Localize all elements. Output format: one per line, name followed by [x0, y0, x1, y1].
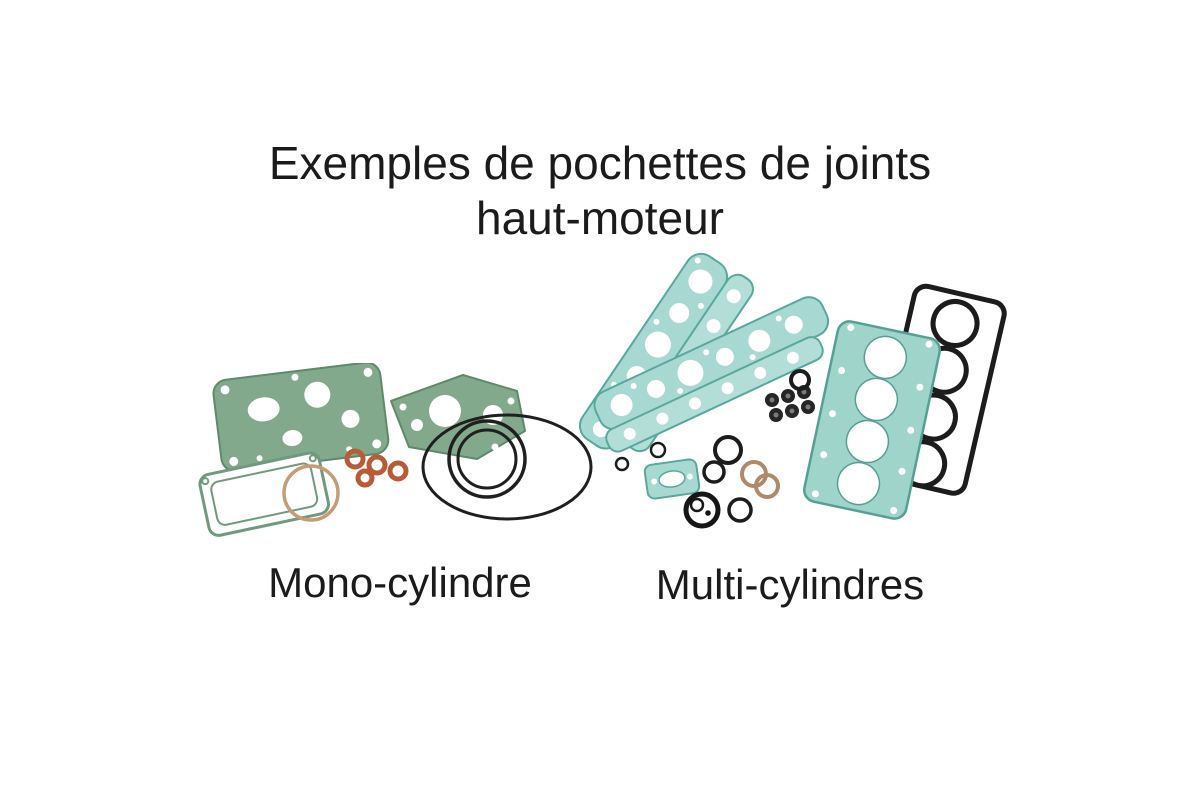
small-o-rings	[614, 435, 780, 523]
head-gasket-teal	[802, 320, 942, 520]
cover-gasket-strip-3	[593, 296, 830, 431]
base-gasket-large	[212, 363, 390, 473]
image-title: Exemples de pochettes de joints haut-mot…	[0, 136, 1200, 246]
multi-cylinder-kit-drawing	[578, 252, 1007, 529]
small-gasket-plate	[643, 458, 701, 500]
copper-washers	[344, 448, 409, 488]
mono-cylinder-kit-drawing	[198, 363, 593, 537]
cover-gasket-strip-4	[605, 336, 824, 453]
caption-mono-cylindre: Mono-cylindre	[268, 559, 532, 606]
caption-multi-cylindres: Multi-cylindres	[655, 561, 925, 608]
oil-seal	[683, 491, 721, 529]
valve-stem-seals	[765, 369, 815, 422]
o-ring-large	[421, 413, 593, 521]
mono-cylinder-kit-image	[195, 363, 605, 548]
o-ring-double	[447, 419, 527, 499]
paper-ring	[282, 464, 340, 522]
outline-gasket	[198, 451, 330, 537]
image-title-line2: haut-moteur	[475, 192, 724, 245]
small-green-gasket	[390, 374, 526, 460]
image-title-line1: Exemples de pochettes de joints	[268, 137, 932, 189]
multi-cylinder-kit-image	[550, 248, 1010, 548]
